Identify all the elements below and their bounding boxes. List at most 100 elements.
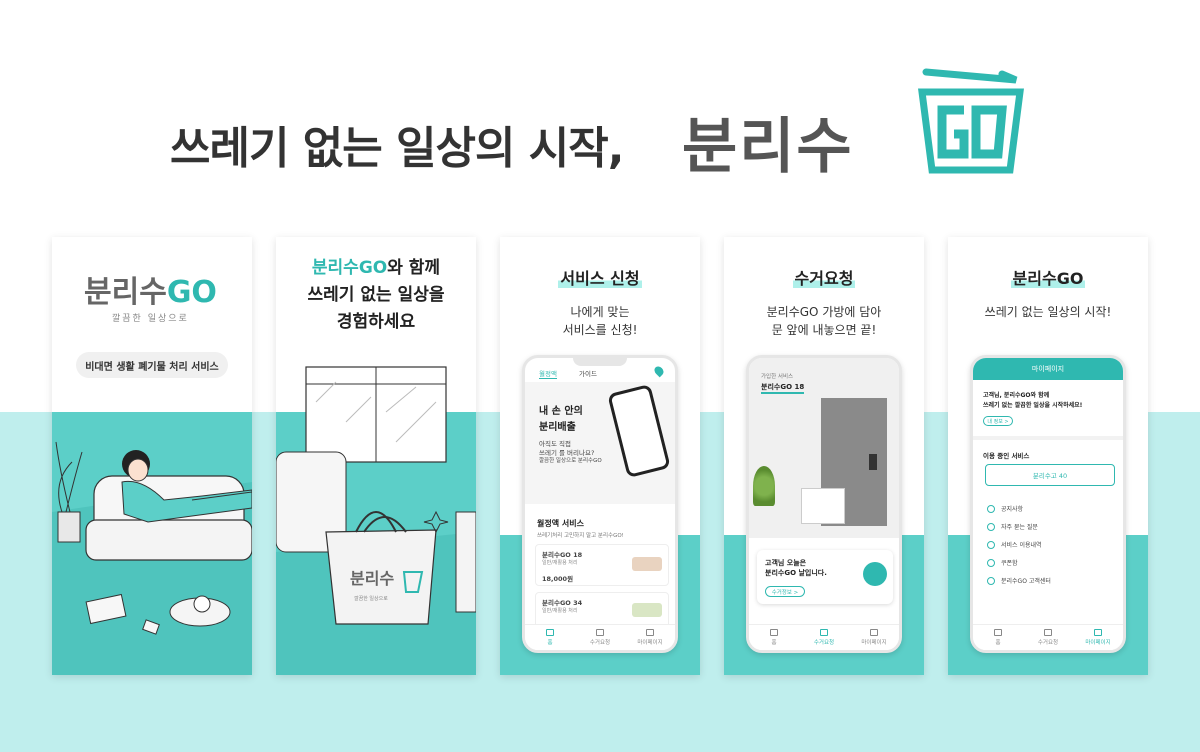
notice-line1: 고객님 오늘은: [765, 559, 807, 567]
hero-headline: 쓰레기 없는 일상의 시작,: [170, 123, 624, 174]
tab-guide[interactable]: 가이드: [579, 370, 597, 378]
menu-coupons[interactable]: 쿠폰함: [987, 558, 1018, 567]
section-subtitle: 쓰레기처리 고민하지 말고 분리수GO!: [537, 533, 624, 539]
screenshot-card-service: 서비스 신청 나에게 맞는 서비스를 신청! 월정액 가이드 내 손 안의 분리…: [500, 237, 700, 675]
phone-mockup: 가입한 서비스 분리수GO 18 고객님 오늘은 분리수GO 날입니다. 수거정…: [746, 355, 902, 653]
card-title-text: 서비스 신청: [558, 269, 642, 288]
nav-label: 홈: [995, 640, 1001, 646]
greeting-line2: 쓰레기 없는 깔끔한 일상을 시작하세요!: [983, 402, 1083, 409]
greeting-line1: 고객님, 분리수GO와 함께: [983, 392, 1050, 399]
promo-line2: 분리배출: [539, 422, 576, 433]
room-illustration: 분리수 깔끔한 일상으로: [276, 366, 476, 675]
nav-home[interactable]: 홈: [525, 625, 575, 650]
location-icon[interactable]: [652, 364, 666, 378]
home-icon: [770, 629, 778, 636]
menu-label: 자주 묻는 질문: [1001, 524, 1038, 531]
using-service-label: 이용 중인 서비스: [983, 452, 1030, 460]
screenshot-card-pickup: 수거요청 분리수GO 가방에 담아 문 앞에 내놓으면 끝! 가입한 서비스 분…: [724, 237, 924, 675]
hero-brand: 분리수: [682, 112, 854, 182]
hero-banner: 쓰레기 없는 일상의 시작, 분리수: [0, 60, 1200, 190]
logo-text: 분리수: [84, 275, 167, 310]
card-headline: 분리수GO와 함께 쓰레기 없는 일상을 경험하세요: [276, 255, 476, 336]
nav-label: 홈: [547, 640, 553, 646]
nav-pickup[interactable]: 수거요청: [575, 625, 625, 650]
pickup-info-button[interactable]: 수거정보 >: [765, 586, 805, 597]
menu-history[interactable]: 서비스 이용내역: [987, 540, 1042, 549]
plan-image: [632, 557, 662, 571]
menu-label: 쿠폰함: [1001, 560, 1018, 567]
user-icon: [1094, 629, 1102, 636]
nav-home[interactable]: 홈: [973, 625, 1023, 650]
screenshot-card-intro: 분리수GO 깔끔한 일상으로 비대면 생활 폐기물 처리 서비스: [52, 237, 252, 675]
card-subtitle: 나에게 맞는 서비스를 신청!: [500, 303, 700, 339]
subtitle-line2: 문 앞에 내놓으면 끝!: [771, 323, 877, 337]
door-lock: [869, 454, 877, 470]
nav-label: 마이페이지: [1085, 640, 1111, 646]
home-icon: [994, 629, 1002, 636]
pickup-icon: [820, 629, 828, 636]
menu-label: 공지사항: [1001, 506, 1024, 513]
plan-price: 18,000원: [542, 575, 574, 583]
phone-notch: [573, 358, 627, 366]
current-service-button[interactable]: 분리수고 40: [985, 464, 1115, 486]
promo-line5: 깔끔한 일상으로 분리수GO: [539, 458, 602, 464]
nav-label: 수거요청: [1037, 640, 1059, 646]
nav-pickup[interactable]: 수거요청: [799, 625, 849, 650]
bag-logo: 분리수: [350, 569, 394, 588]
mypage-header: 마이페이지: [973, 358, 1123, 380]
my-info-button[interactable]: 내 정보 >: [983, 416, 1013, 426]
go-badge-icon: [863, 562, 887, 586]
bag-tagline: 깔끔한 일상으로: [354, 595, 388, 602]
bottom-nav: 홈 수거요청 마이페이지: [749, 624, 899, 650]
menu-label: 분리수GO 고객센터: [1001, 578, 1051, 585]
card-subtitle: 분리수GO 가방에 담아 문 앞에 내놓으면 끝!: [724, 303, 924, 339]
notice-card: 고객님 오늘은 분리수GO 날입니다. 수거정보 >: [757, 550, 893, 604]
plan-card-34[interactable]: 분리수GO 34 일반/재활용 처리: [535, 592, 669, 628]
card-title: 분리수GO: [948, 265, 1148, 289]
nav-mypage[interactable]: 마이페이지: [625, 625, 675, 650]
brand-logo: 분리수GO: [84, 267, 217, 311]
service-pill: 비대면 생활 폐기물 처리 서비스: [76, 352, 228, 378]
go-logo-icon: [918, 68, 1024, 174]
lounging-illustration: [52, 441, 252, 675]
user-icon: [646, 629, 654, 636]
nav-home[interactable]: 홈: [749, 625, 799, 650]
pickup-icon: [1044, 629, 1052, 636]
screenshot-card-promo: 분리수GO와 함께 쓰레기 없는 일상을 경험하세요 분리수 깔끔한 일상으로: [276, 237, 476, 675]
card-title: 서비스 신청: [500, 265, 700, 289]
promo-line4: 쓰레기 를 버리나요?: [539, 449, 595, 457]
support-icon: [987, 576, 995, 585]
menu-faq[interactable]: 자주 묻는 질문: [987, 522, 1038, 531]
faq-icon: [987, 522, 995, 531]
headline-brand: 분리수GO: [311, 258, 388, 278]
coupon-icon: [987, 558, 995, 567]
promo-line3: 아직도 직접: [539, 440, 571, 448]
menu-support[interactable]: 분리수GO 고객센터: [987, 576, 1051, 585]
plan-card-18[interactable]: 분리수GO 18 일반/재활용 처리 18,000원: [535, 544, 669, 586]
nav-pickup[interactable]: 수거요청: [1023, 625, 1073, 650]
bottom-nav: 홈 수거요청 마이페이지: [973, 624, 1123, 650]
screenshot-card-mypage: 분리수GO 쓰레기 없는 일상의 시작! 마이페이지 고객님, 분리수GO와 함…: [948, 237, 1148, 675]
nav-mypage[interactable]: 마이페이지: [1073, 625, 1123, 650]
tab-monthly[interactable]: 월정액: [539, 370, 557, 379]
subtitle-line1: 쓰레기 없는 일상의 시작!: [984, 305, 1112, 319]
plan-desc: 일반/재활용 처리: [542, 608, 578, 614]
notice-line2: 분리수GO 날입니다.: [765, 569, 827, 577]
nav-mypage[interactable]: 마이페이지: [849, 625, 899, 650]
user-icon: [870, 629, 878, 636]
service-label: 가입한 서비스: [761, 374, 794, 380]
logo-tagline: 깔끔한 일상으로: [112, 314, 189, 324]
subtitle-line1: 분리수GO 가방에 담아: [766, 305, 882, 319]
phone-mockup: 월정액 가이드 내 손 안의 분리배출 아직도 직접 쓰레기 를 버리나요? 깔…: [522, 355, 678, 653]
plant-image: [753, 466, 775, 506]
nav-label: 홈: [771, 640, 777, 646]
section-title: 월정액 서비스: [537, 519, 584, 528]
bag-image: [801, 488, 845, 524]
notice-icon: [987, 504, 995, 513]
card-title-text: 수거요청: [792, 269, 856, 288]
headline-suffix: 와 함께: [387, 258, 441, 278]
service-name: 분리수GO 18: [761, 382, 805, 394]
nav-label: 수거요청: [589, 640, 611, 646]
pickup-icon: [596, 629, 604, 636]
menu-notice[interactable]: 공지사항: [987, 504, 1023, 513]
